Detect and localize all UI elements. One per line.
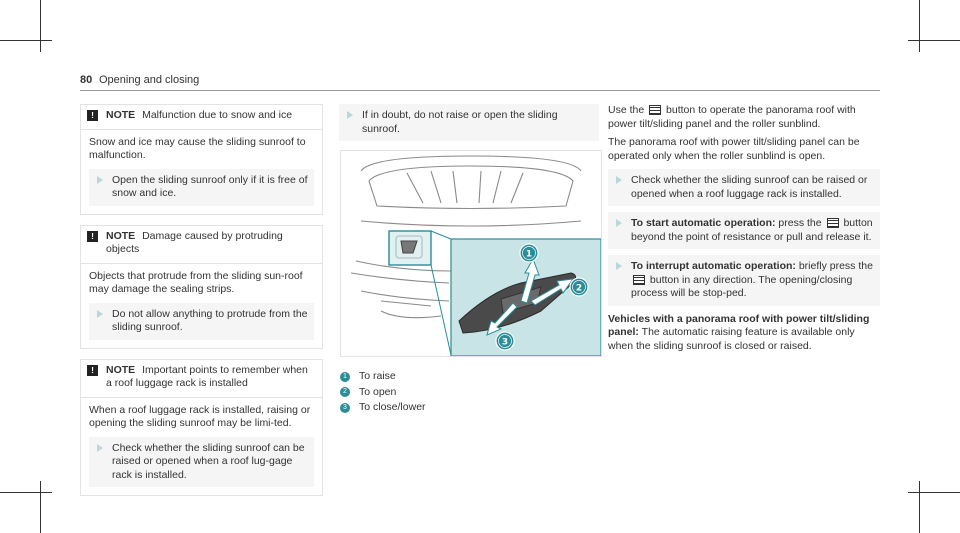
crop-mark — [919, 481, 920, 533]
overhead-console-drawing: 1 2 3 — [350, 155, 601, 356]
note-body: Objects that protrude from the sliding s… — [81, 264, 322, 348]
step-text-part: button in any direction. The opening/clo… — [631, 273, 853, 300]
crop-mark — [919, 0, 920, 52]
callout-number-icon: 3 — [340, 402, 350, 413]
page-number: 80 — [80, 74, 93, 86]
warning-icon: ! — [87, 364, 98, 376]
instruction-step: To start automatic operation: press the … — [608, 212, 880, 249]
crop-mark — [0, 40, 52, 41]
step-text-part: button beyond the point of resistance or… — [631, 217, 873, 243]
note-title: Malfunction due to snow and ice — [142, 109, 293, 121]
note-box: ! NOTE Damage caused by protruding objec… — [80, 224, 323, 349]
sunroof-button-icon — [649, 105, 662, 115]
step-arrow-icon — [97, 309, 103, 318]
note-text: Snow and ice may cause the sliding sunro… — [89, 135, 306, 162]
callout-3-icon: 3 — [495, 331, 515, 351]
instruction-step: Do not allow anything to protrude from t… — [89, 302, 314, 340]
callout-number-icon: 1 — [340, 371, 350, 382]
crop-mark — [908, 492, 960, 493]
instruction-step: Check whether the sliding sunroof can be… — [89, 436, 314, 487]
note-header: ! NOTE Malfunction due to snow and ice — [81, 105, 322, 130]
step-heading: To start automatic operation: — [631, 217, 776, 229]
legend-item: 1 To raise — [340, 370, 600, 384]
note-keyword: NOTE — [106, 109, 136, 121]
note-box: ! NOTE Malfunction due to snow and ice S… — [80, 104, 323, 215]
figure-legend: 1 To raise 2 To open 3 To close/lower — [340, 370, 600, 417]
note-box: ! NOTE Important points to remember when… — [80, 358, 323, 496]
step-arrow-icon — [97, 443, 103, 452]
note-heading: NOTE Malfunction due to snow and ice — [106, 109, 292, 123]
warning-icon: ! — [87, 110, 98, 121]
legend-item: 3 To close/lower — [340, 401, 600, 415]
instruction-step: Open the sliding sunroof only if it is f… — [89, 168, 314, 206]
crop-mark — [908, 40, 960, 41]
step-text-part: briefly press the — [798, 260, 873, 272]
note-text: Objects that protrude from the sliding s… — [89, 269, 303, 296]
note-body: Snow and ice may cause the sliding sunro… — [81, 130, 322, 214]
step-text: Open the sliding sunroof only if it is f… — [112, 173, 308, 200]
paragraph-text: Use the — [608, 104, 645, 116]
sunroof-control-illustration: 1 2 3 — [340, 150, 602, 357]
step-arrow-icon — [347, 111, 353, 119]
note-text: When a roof luggage rack is installed, r… — [89, 403, 311, 430]
sunroof-button-icon — [826, 218, 839, 228]
paragraph-heading: Vehicles with a panorama roof with power… — [608, 312, 870, 339]
step-text: To interrupt automatic operation: briefl… — [631, 260, 874, 301]
note-keyword: NOTE — [106, 363, 136, 376]
paragraph: The panorama roof with power tilt/slidin… — [608, 136, 860, 162]
crop-mark — [40, 481, 41, 533]
warning-icon: ! — [87, 230, 98, 242]
paragraph: Use the button to operate the panorama r… — [608, 104, 880, 131]
note-heading: NOTE Damage caused by protruding objects — [106, 230, 314, 257]
column-right: Use the button to operate the panorama r… — [608, 104, 880, 358]
instruction-step: If in doubt, do not raise or open the sl… — [339, 104, 599, 141]
note-title: Important points to remember when a roof… — [106, 363, 308, 390]
step-heading: To interrupt automatic operation: — [631, 260, 796, 272]
legend-text: To raise — [359, 370, 396, 382]
note-header: ! NOTE Important points to remember when… — [81, 360, 322, 398]
paragraph: Vehicles with a panorama roof with power… — [608, 313, 880, 354]
step-text: Check whether the sliding sunroof can be… — [631, 174, 868, 200]
note-keyword: NOTE — [106, 229, 136, 242]
step-text: Do not allow anything to protrude from t… — [112, 307, 308, 334]
note-body: When a roof luggage rack is installed, r… — [81, 398, 322, 496]
step-text: Check whether the sliding sunroof can be… — [112, 441, 305, 481]
instruction-step: Check whether the sliding sunroof can be… — [608, 169, 880, 206]
legend-text: To open — [359, 385, 397, 398]
step-arrow-icon — [616, 262, 622, 270]
column-middle: If in doubt, do not raise or open the sl… — [339, 104, 599, 141]
svg-text:1: 1 — [526, 250, 532, 260]
svg-text:3: 3 — [502, 338, 508, 348]
svg-text:2: 2 — [576, 284, 582, 294]
note-heading: NOTE Important points to remember when a… — [106, 364, 314, 391]
paragraph-text: The automatic raising feature is availab… — [608, 326, 855, 352]
header-divider — [80, 90, 880, 91]
callout-1-icon: 1 — [519, 243, 539, 263]
paragraph-text: button to operate the panorama roof with… — [608, 104, 856, 130]
legend-text: To close/lower — [359, 401, 426, 413]
step-arrow-icon — [616, 176, 622, 184]
step-text: If in doubt, do not raise or open the sl… — [362, 109, 558, 135]
step-arrow-icon — [97, 175, 103, 184]
crop-mark — [40, 0, 41, 52]
section-title: Opening and closing — [99, 74, 200, 86]
callout-number-icon: 2 — [340, 387, 350, 398]
callout-2-icon: 2 — [569, 277, 589, 297]
step-arrow-icon — [616, 219, 622, 227]
legend-item: 2 To open — [340, 386, 600, 400]
crop-mark — [0, 492, 52, 493]
column-left: ! NOTE Malfunction due to snow and ice S… — [80, 104, 323, 506]
step-text: To start automatic operation: press the … — [631, 217, 874, 244]
note-title: Damage caused by protruding objects — [106, 229, 283, 256]
sunroof-button-icon — [633, 274, 645, 285]
instruction-step: To interrupt automatic operation: briefl… — [608, 255, 880, 306]
step-text-part: press the — [778, 217, 822, 229]
note-header: ! NOTE Damage caused by protruding objec… — [81, 226, 322, 264]
